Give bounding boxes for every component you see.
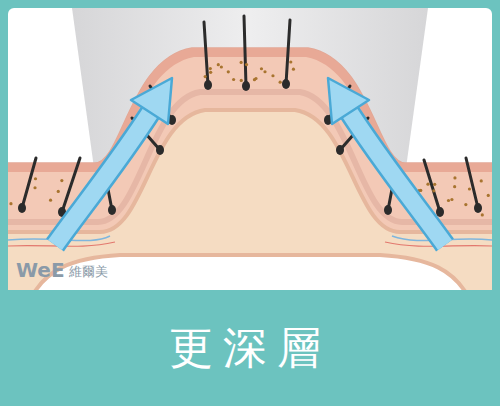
hair-bulb (108, 205, 116, 215)
flow-arrow-outline (55, 110, 152, 245)
hair (286, 20, 290, 84)
flow-arrow-outline (348, 110, 445, 245)
watermark: 維爾美 (69, 263, 108, 281)
hair (22, 158, 36, 208)
pigment-dot (426, 183, 429, 186)
pigment-dot (279, 81, 282, 84)
skin-suction-illustration (0, 0, 500, 290)
caption-band: 更深層 (0, 290, 500, 406)
pigment-dot (271, 74, 274, 77)
hair-bulb (474, 203, 482, 213)
hair-bulb (204, 80, 212, 90)
arrow-head (328, 78, 369, 124)
pigment-dot (204, 75, 207, 78)
pigment-dot (453, 185, 456, 188)
hair-bulb (336, 145, 344, 155)
pigment-dot (232, 78, 235, 81)
pigment-dot (289, 60, 292, 63)
hair-bulb (156, 145, 164, 155)
hair-bulb (18, 203, 26, 213)
pigment-dot (432, 189, 435, 192)
pigment-dot (245, 63, 248, 66)
pigment-dot (447, 199, 450, 202)
pigment-dot (57, 190, 60, 193)
hair-bulb (436, 207, 444, 217)
pigment-dot (220, 65, 223, 68)
pigment-dot (450, 198, 453, 201)
pigment-dot (433, 183, 436, 186)
watermark: WeE (16, 258, 65, 282)
arrow-head (131, 78, 172, 124)
pigment-dot (481, 213, 484, 216)
pigment-dot (240, 61, 243, 64)
pigment-dot (292, 68, 295, 71)
flow-arrow (55, 110, 152, 245)
pigment-dot (33, 186, 36, 189)
pigment-dot (209, 67, 212, 70)
pigment-dot (9, 202, 12, 205)
hair (204, 22, 208, 85)
caption: 更深層 (169, 319, 331, 378)
pigment-dot (217, 63, 220, 66)
pigment-dot (487, 194, 490, 197)
hair-bulb (242, 81, 250, 91)
pigment-dot (60, 179, 63, 182)
flow-arrow (348, 110, 445, 245)
pigment-dot (480, 179, 483, 182)
hair (466, 158, 478, 208)
pigment-dot (453, 176, 456, 179)
pigment-dot (253, 78, 256, 81)
pigment-dot (209, 71, 212, 74)
hair (244, 16, 246, 86)
pigment-dot (49, 199, 52, 202)
pigment-dot (263, 70, 266, 73)
hair-bulb (282, 79, 290, 89)
pigment-dot (468, 187, 471, 190)
pigment-dot (464, 203, 467, 206)
skin-dermis (8, 48, 492, 290)
pigment-dot (240, 79, 243, 82)
pigment-dot (34, 177, 37, 180)
hair-bulb (384, 205, 392, 215)
subcutaneous-layer (8, 110, 492, 290)
pigment-dot (260, 67, 263, 70)
pigment-dot (227, 70, 230, 73)
